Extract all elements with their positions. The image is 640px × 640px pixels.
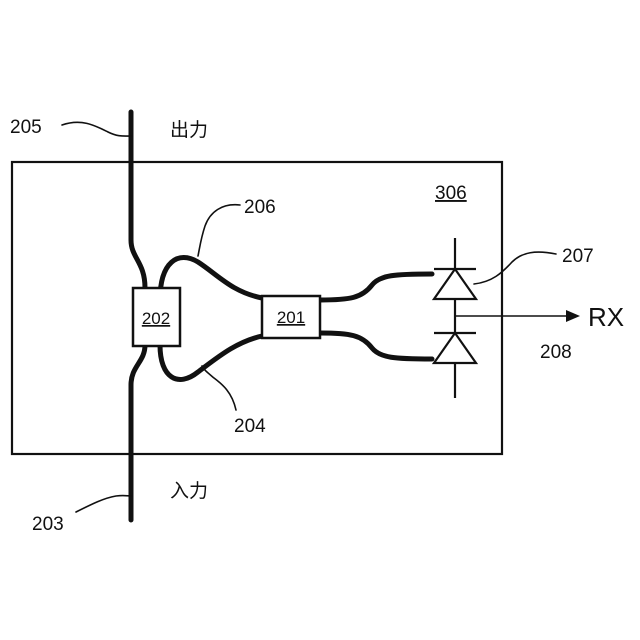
ref-204: 204 [234, 416, 266, 437]
ref-206: 206 [244, 197, 276, 218]
fiber-to-lower-diode [320, 333, 432, 359]
rx-arrow-head [566, 310, 580, 322]
fiber-to-upper-diode [320, 274, 432, 300]
rx-label: RX [588, 302, 624, 332]
photodiode-pair [434, 238, 476, 398]
ref-207: 207 [562, 246, 594, 267]
ref-208: 208 [540, 342, 572, 363]
output-label: 出力 [170, 119, 208, 141]
component-201-label: 201 [277, 308, 305, 327]
leader-203 [76, 496, 131, 512]
diode-bottom-triangle [434, 333, 476, 363]
leader-206 [198, 205, 240, 256]
ref-306: 306 [435, 183, 467, 204]
component-202-label: 202 [142, 309, 170, 328]
input-fiber [131, 345, 145, 520]
output-fiber [131, 112, 145, 288]
leader-205 [62, 122, 131, 136]
ref-203: 203 [32, 514, 64, 535]
diode-top-triangle [434, 269, 476, 299]
leader-207 [474, 252, 556, 284]
input-label: 入力 [170, 480, 208, 502]
leader-204 [202, 366, 236, 410]
ref-205: 205 [10, 117, 42, 138]
